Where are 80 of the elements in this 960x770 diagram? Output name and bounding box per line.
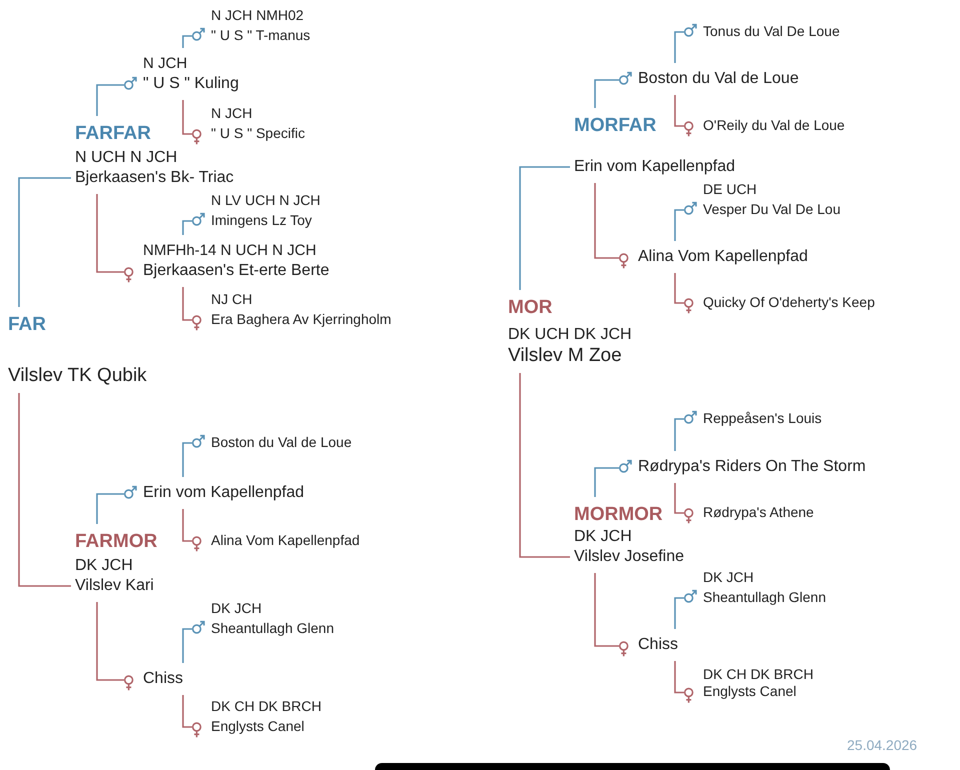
- relation-heading: FAR: [8, 313, 46, 337]
- pedigree-line: [674, 590, 697, 629]
- pedigree-line: [594, 183, 628, 270]
- pedigree-line: [594, 460, 632, 497]
- pedigree-line: [182, 434, 205, 477]
- pedigree-line: [674, 95, 694, 138]
- pedigree-line: [519, 373, 570, 558]
- relation-heading: MORFAR: [574, 114, 656, 138]
- relation-heading: FARFAR: [75, 122, 151, 146]
- pedigree-line: [182, 287, 202, 332]
- dog-name: Erin vom Kapellenpfad: [143, 483, 304, 503]
- dog-name: Chiss: [638, 635, 678, 655]
- title-abbreviations: DK JCH: [211, 599, 262, 618]
- pedigree-line: [182, 620, 205, 663]
- pedigree-line: [18, 393, 71, 587]
- dog-name: Boston du Val de Loue: [638, 69, 799, 89]
- date-text: 25.04.2026: [847, 736, 918, 755]
- dog-name: Alina Vom Kapellenpfad: [638, 247, 808, 267]
- dog-name: Reppeåsen's Louis: [703, 409, 822, 428]
- pedigree-line: [674, 273, 694, 314]
- title-abbreviations: DK UCH DK JCH: [508, 325, 632, 345]
- dog-name: Vilslev Josefine: [574, 547, 684, 567]
- dog-name: " U S " Kuling: [143, 74, 239, 94]
- dog-name: " U S " T-manus: [211, 26, 310, 45]
- title-abbreviations: N JCH NMH02: [211, 6, 304, 25]
- title-abbreviations: DK JCH: [574, 527, 632, 547]
- pedigree-line: [182, 28, 205, 48]
- relation-heading: MOR: [508, 296, 552, 320]
- pedigree-line: [96, 602, 134, 692]
- title-abbreviations: N LV UCH N JCH: [211, 191, 320, 210]
- title-abbreviations: N JCH: [143, 54, 188, 74]
- dog-name: Sheantullagh Glenn: [211, 619, 334, 638]
- pedigree-line: [18, 177, 71, 307]
- pedigree-line: [182, 695, 202, 738]
- relation-heading: MORMOR: [574, 503, 663, 527]
- pedigree-line: [674, 661, 694, 704]
- pedigree-line: [674, 410, 697, 451]
- dog-name: Imingens Lz Toy: [211, 211, 312, 230]
- dog-name: Alina Vom Kapellenpfad: [211, 531, 360, 550]
- dog-name: Vilslev Kari: [75, 576, 154, 596]
- dog-name: Vilslev TK Qubik: [8, 365, 147, 387]
- pedigree-line: [96, 76, 137, 116]
- pedigree-line: [182, 100, 202, 146]
- relation-heading: FARMOR: [75, 530, 158, 554]
- pedigree-line: [674, 483, 694, 524]
- dog-name: Quicky Of O'deherty's Keep: [703, 293, 875, 312]
- dog-name: Englysts Canel: [703, 683, 796, 700]
- dog-name: Vilslev M Zoe: [508, 345, 622, 367]
- pedigree-line: [182, 509, 202, 552]
- dog-name: Rødrypa's Riders On The Storm: [638, 457, 866, 477]
- title-abbreviations: N UCH N JCH: [75, 148, 178, 168]
- dog-name: Chiss: [143, 669, 184, 689]
- pedigree-line: [96, 486, 137, 524]
- dog-name: Bjerkaasen's Et-erte Berte: [143, 261, 330, 281]
- title-abbreviations: DK CH DK BRCH: [703, 666, 814, 683]
- pedigree-line: [519, 166, 570, 290]
- dog-name: Bjerkaasen's Bk- Triac: [75, 168, 234, 188]
- title-abbreviations: NMFHh-14 N UCH N JCH: [143, 241, 316, 261]
- dog-name: Boston du Val de Loue: [211, 433, 352, 452]
- title-abbreviations: NJ CH: [211, 290, 252, 309]
- dog-name: Erin vom Kapellenpfad: [574, 157, 735, 177]
- dog-name: Rødrypa's Athene: [703, 503, 814, 522]
- dog-name: Vesper Du Val De Lou: [703, 200, 840, 219]
- title-abbreviations: N JCH: [211, 104, 252, 123]
- dog-name: Sheantullagh Glenn: [703, 588, 826, 607]
- dog-name: Era Baghera Av Kjerringholm: [211, 310, 392, 329]
- title-abbreviations: DK JCH: [75, 556, 133, 576]
- pedigree-line: [674, 24, 697, 63]
- title-abbreviations: DE UCH: [703, 180, 757, 199]
- title-abbreviations: DK CH DK BRCH: [211, 697, 322, 716]
- pedigree-line: [594, 72, 632, 108]
- dog-name: " U S " Specific: [211, 124, 305, 143]
- pedigree-line: [96, 194, 134, 284]
- dog-name: Englysts Canel: [211, 717, 304, 736]
- dog-name: Tonus du Val De Loue: [703, 22, 840, 41]
- pedigree-line: [182, 212, 205, 235]
- pedigree-line: [674, 202, 697, 241]
- pedigree-line: [594, 573, 628, 658]
- title-abbreviations: DK JCH: [703, 568, 754, 587]
- dog-name: O'Reily du Val de Loue: [703, 116, 845, 135]
